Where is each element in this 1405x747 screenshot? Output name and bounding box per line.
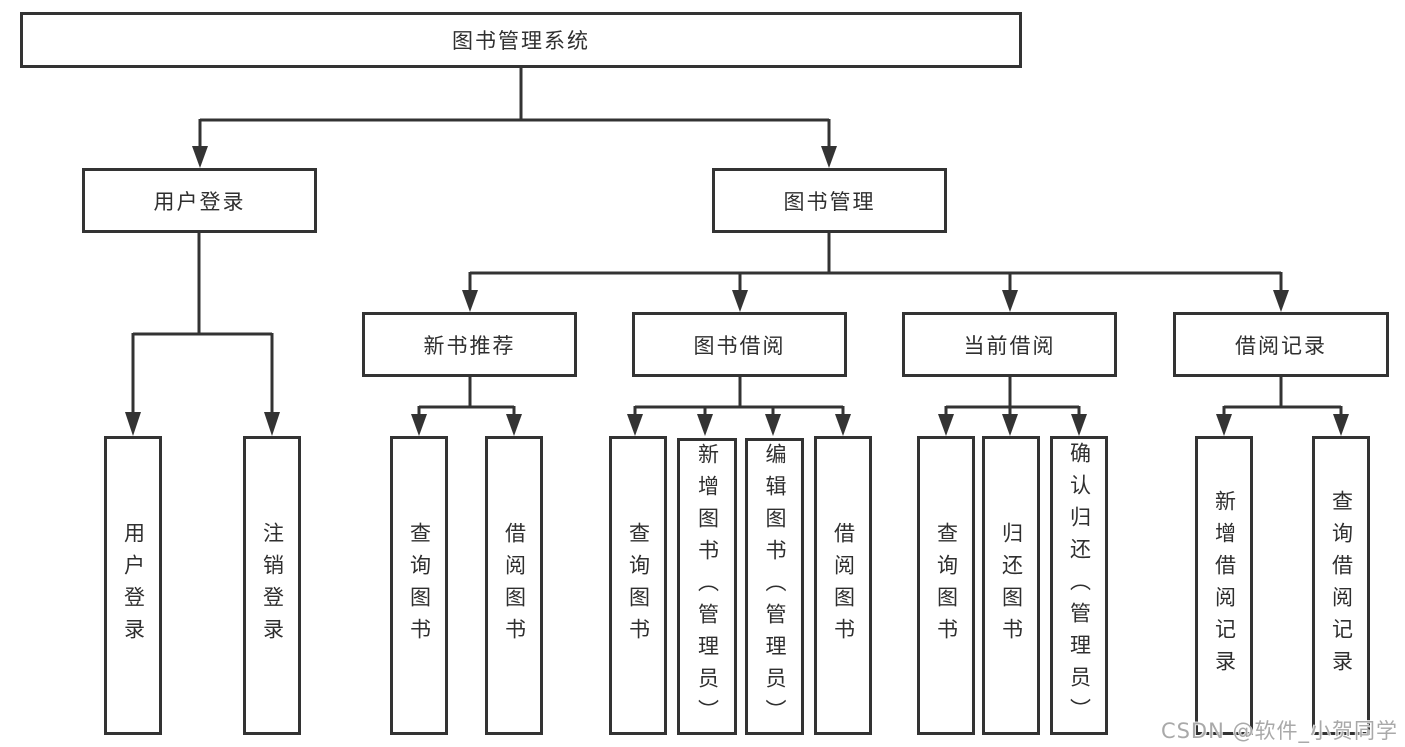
node-label: 借阅图书 — [831, 521, 856, 650]
node-label: 借阅图书 — [502, 521, 527, 650]
arrow-down-icon — [462, 290, 478, 312]
node-label: 图书管理 — [783, 189, 876, 214]
node-book-management: 图书管理 — [712, 168, 947, 233]
node-current-borrowing: 当前借阅 — [902, 312, 1117, 377]
leaf-arrowheads — [411, 414, 1349, 436]
leaf-query-books-current: 查询图书 — [917, 436, 975, 735]
level3-arrowheads — [462, 290, 1289, 312]
connector-records-children — [1222, 377, 1343, 416]
connector-new-book-children — [417, 377, 516, 416]
node-label: 新增借阅记录 — [1212, 489, 1237, 682]
leaf-confirm-return-admin: 确认归还（管理员） — [1050, 436, 1108, 735]
arrow-down-icon — [1002, 290, 1018, 312]
node-label: 查询图书 — [407, 521, 432, 650]
node-label: 编辑图书（管理员） — [763, 442, 787, 731]
arrow-down-icon — [506, 414, 522, 436]
node-label: 查询图书 — [934, 521, 959, 650]
arrow-down-icon — [1333, 414, 1349, 436]
leaf-user-login: 用户登录 — [104, 436, 162, 735]
node-label: 注销登录 — [260, 521, 285, 650]
node-new-book-recommendation: 新书推荐 — [362, 312, 577, 377]
arrow-down-icon — [1216, 414, 1232, 436]
arrow-down-icon — [1071, 414, 1087, 436]
leaf-query-books-borrowing: 查询图书 — [609, 436, 667, 735]
node-book-borrowing: 图书借阅 — [632, 312, 847, 377]
arrow-down-icon — [938, 414, 954, 436]
node-label: 借阅记录 — [1235, 333, 1327, 358]
arrow-down-icon — [821, 146, 837, 168]
arrow-down-icon — [192, 146, 208, 168]
level2-arrowheads — [192, 146, 837, 168]
leaf-query-books-recommend: 查询图书 — [390, 436, 448, 735]
arrow-down-icon — [835, 414, 851, 436]
leaf-add-borrow-record: 新增借阅记录 — [1195, 436, 1253, 735]
leaf-return-books: 归还图书 — [982, 436, 1040, 735]
node-label: 图书借阅 — [693, 333, 786, 358]
arrow-down-icon — [1273, 290, 1289, 312]
leaf-logout: 注销登录 — [243, 436, 301, 735]
arrow-down-icon — [627, 414, 643, 436]
watermark: CSDN @软件_小贺同学 — [1160, 719, 1398, 743]
node-label: 新增图书（管理员） — [695, 442, 720, 731]
user-login-arrowheads — [125, 412, 280, 436]
arrow-down-icon — [125, 412, 141, 436]
node-borrowing-records: 借阅记录 — [1173, 312, 1389, 377]
node-label: 查询图书 — [626, 521, 651, 650]
leaf-query-borrow-record: 查询借阅记录 — [1312, 436, 1370, 735]
arrow-down-icon — [411, 414, 427, 436]
node-label: 确认归还（管理员） — [1067, 441, 1092, 730]
arrow-down-icon — [732, 290, 748, 312]
leaf-borrow-books-recommend: 借阅图书 — [485, 436, 543, 735]
connector-root-to-level2 — [198, 68, 831, 148]
arrow-down-icon — [697, 414, 713, 436]
node-label: 用户登录 — [153, 189, 246, 214]
leaf-edit-book-admin: 编辑图书（管理员） — [745, 438, 804, 735]
connector-book-borrow-children — [633, 377, 845, 416]
node-label: 归还图书 — [999, 521, 1024, 650]
arrow-down-icon — [1002, 414, 1018, 436]
node-label: 图书管理系统 — [452, 29, 590, 53]
arrow-down-icon — [765, 414, 781, 436]
node-user-login: 用户登录 — [82, 168, 317, 233]
connector-user-login-children — [131, 233, 274, 414]
node-label: 用户登录 — [121, 521, 146, 650]
node-label: 当前借阅 — [963, 333, 1056, 358]
node-label: 新书推荐 — [423, 333, 516, 358]
connector-book-management-children — [468, 233, 1283, 292]
node-library-management-system: 图书管理系统 — [20, 12, 1022, 68]
node-label: 查询借阅记录 — [1329, 489, 1354, 682]
arrow-down-icon — [264, 412, 280, 436]
leaf-borrow-books-borrowing: 借阅图书 — [814, 436, 872, 735]
leaf-add-book-admin: 新增图书（管理员） — [677, 438, 737, 735]
connector-current-borrow-children — [944, 377, 1081, 416]
